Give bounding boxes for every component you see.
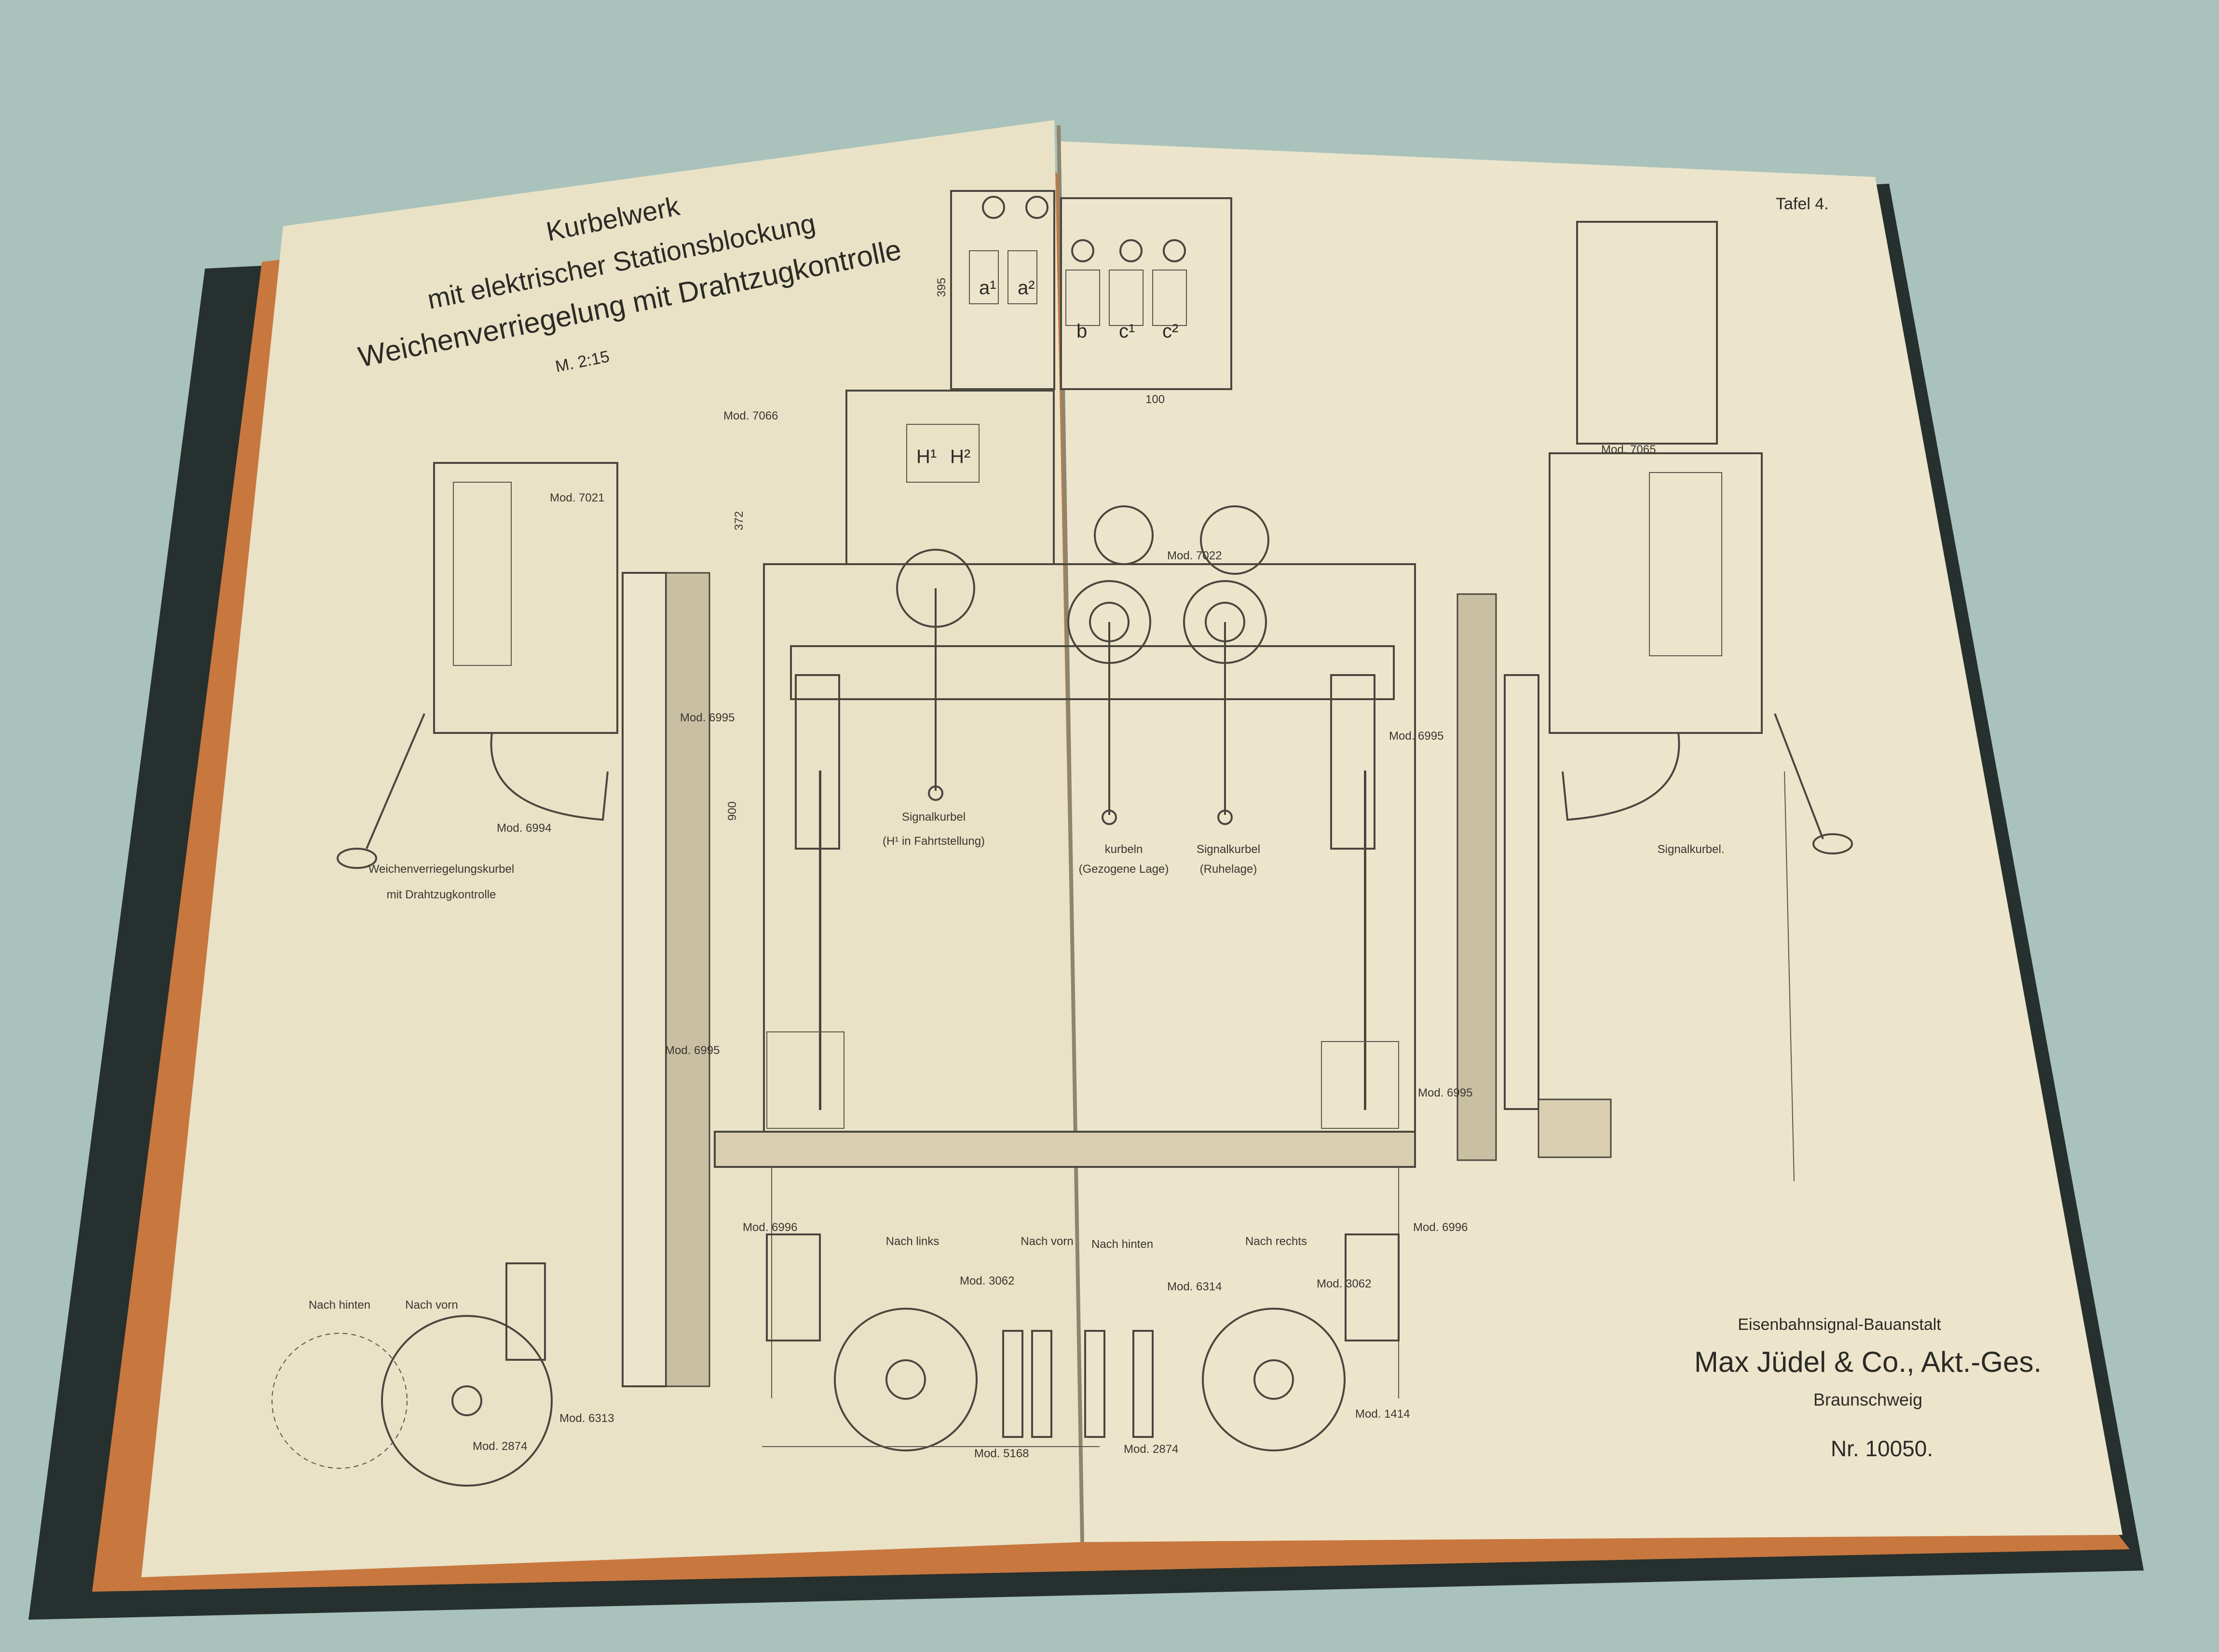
caption-signalkurbel-left-sub: (H¹ in Fahrtstellung) bbox=[883, 835, 985, 848]
publisher-number: Nr. 10050. bbox=[1831, 1436, 1933, 1461]
right-page bbox=[1059, 141, 2123, 1542]
box-label-a1: a¹ bbox=[979, 277, 996, 298]
caption-signalkurbel-mid-sub: (Ruhelage) bbox=[1200, 863, 1257, 876]
caption-nach-rechts: Nach rechts bbox=[1245, 1235, 1307, 1248]
floor-beam bbox=[714, 1131, 1416, 1168]
dimension-372: 372 bbox=[733, 511, 746, 530]
dimension-395: 395 bbox=[935, 278, 948, 297]
mod-label: Mod. 3062 bbox=[1317, 1277, 1371, 1290]
caption-kurbeln: kurbeln bbox=[1105, 843, 1143, 856]
box-label-b: b bbox=[1076, 321, 1087, 342]
caption-nach-hinten: Nach hinten bbox=[1091, 1238, 1153, 1251]
mod-label: Mod. 6995 bbox=[680, 711, 735, 724]
mod-label: Mod. 6313 bbox=[559, 1412, 614, 1425]
mod-label: Mod. 6995 bbox=[1389, 730, 1443, 743]
caption-signalkurbel-left: Signalkurbel bbox=[902, 811, 966, 824]
box-label-c2: c² bbox=[1162, 321, 1178, 342]
mod-label: Mod. 3062 bbox=[960, 1274, 1014, 1287]
mod-label: Mod. 6995 bbox=[665, 1044, 720, 1057]
plate-number: Tafel 4. bbox=[1776, 195, 1829, 213]
box-label-a2: a² bbox=[1018, 277, 1035, 298]
mod-label: Mod. 6996 bbox=[743, 1221, 797, 1234]
caption-weichenkurbel-sub: mit Drahtzugkontrolle bbox=[387, 888, 496, 901]
caption-kurbeln-sub: (Gezogene Lage) bbox=[1079, 863, 1169, 876]
mod-label: Mod. 7021 bbox=[550, 491, 604, 504]
mod-label: Mod. 6314 bbox=[1167, 1280, 1222, 1293]
caption-nach-links: Nach links bbox=[886, 1235, 939, 1248]
dimension-100: 100 bbox=[1145, 393, 1165, 406]
caption-weichenkurbel: Weichenverriegelungskurbel bbox=[368, 863, 514, 876]
publisher-name: Max Jüdel & Co., Akt.-Ges. bbox=[1694, 1346, 2042, 1378]
caption-nach-vorn-left: Nach vorn bbox=[405, 1299, 458, 1312]
box-label-h2: H² bbox=[950, 446, 970, 467]
mod-label: Mod. 6995 bbox=[1418, 1086, 1472, 1099]
central-mechanism-drawing bbox=[714, 190, 1416, 1451]
dimension-900: 900 bbox=[726, 801, 739, 821]
right-side-mechanism-drawing bbox=[1457, 221, 1853, 1182]
caption-nach-vorn: Nach vorn bbox=[1021, 1235, 1073, 1248]
mod-label: Mod. 6994 bbox=[497, 822, 551, 835]
mod-label: Mod. 6996 bbox=[1413, 1221, 1468, 1234]
left-side-mechanism-drawing bbox=[272, 462, 710, 1487]
caption-signalkurbel-right: Signalkurbel. bbox=[1658, 843, 1725, 856]
publisher-city: Braunschweig bbox=[1813, 1390, 1922, 1409]
mod-label: Mod. 7065 bbox=[1601, 443, 1656, 456]
mod-label: Mod. 2874 bbox=[473, 1440, 527, 1453]
publisher-line-1: Eisenbahnsignal-Bauanstalt bbox=[1738, 1315, 1941, 1334]
caption-nach-hinten-left: Nach hinten bbox=[309, 1299, 370, 1312]
box-label-h1: H¹ bbox=[916, 446, 937, 467]
mod-label: Mod. 7022 bbox=[1167, 549, 1222, 562]
caption-signalkurbel-mid: Signalkurbel bbox=[1197, 843, 1260, 856]
mod-label: Mod. 1414 bbox=[1355, 1408, 1410, 1421]
box-label-c1: c¹ bbox=[1119, 321, 1135, 342]
left-page bbox=[141, 120, 1082, 1577]
mod-label: Mod. 7066 bbox=[723, 409, 778, 422]
publisher-imprint: Eisenbahnsignal-Bauanstalt Max Jüdel & C… bbox=[1694, 1315, 2042, 1461]
mod-label: Mod. 5168 bbox=[974, 1447, 1029, 1460]
mod-label: Mod. 2874 bbox=[1124, 1443, 1178, 1456]
